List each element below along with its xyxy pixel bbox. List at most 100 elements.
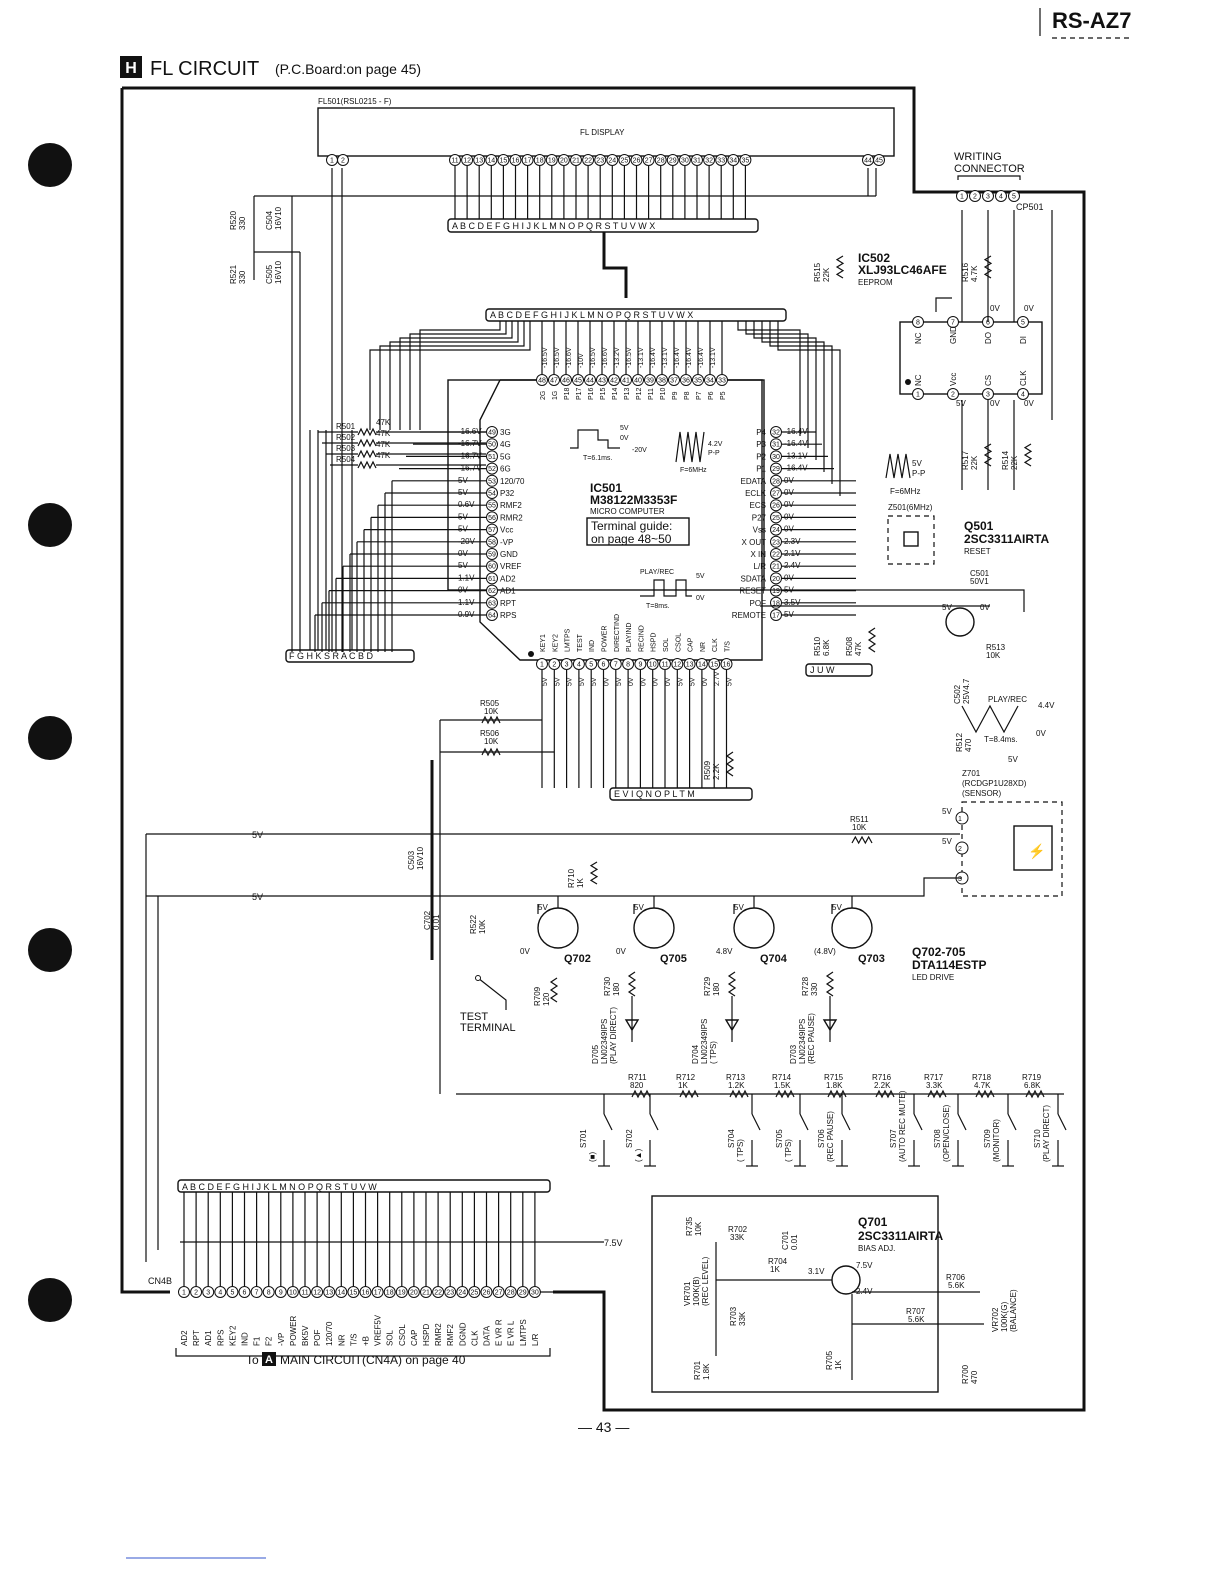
ic501-pin-23-name: X OUT bbox=[742, 538, 767, 547]
q501-part: 2SC3311AIRTA bbox=[964, 532, 1049, 546]
ic501-pin-2-num: 2 bbox=[552, 662, 556, 669]
ic502-pin-7-pin bbox=[947, 316, 959, 328]
q702-705-ref: Q702-705 bbox=[912, 945, 966, 959]
ic501-pin-54-pin bbox=[486, 487, 498, 499]
ic501-pin-2-name: KEY2 bbox=[552, 634, 559, 652]
wave3-t: T=8ms. bbox=[646, 603, 670, 610]
r709-ref: R709 bbox=[533, 986, 542, 1006]
ic502-pin-8-pin bbox=[912, 316, 924, 328]
ic501-pin-62-pin bbox=[486, 584, 498, 597]
ic501-pin-27-pin bbox=[770, 487, 782, 499]
bias-8-desc: (BALANCE) bbox=[1009, 1289, 1018, 1332]
cn4b-pin-24-name: DGND bbox=[458, 1322, 467, 1346]
ic501-pin-13-name: CAP bbox=[688, 637, 695, 652]
top-fan-right-4 bbox=[769, 321, 833, 484]
q701-vc: 7.5V bbox=[856, 1261, 873, 1270]
c503-val: 16V10 bbox=[416, 846, 425, 870]
ic501-pin-62-num: 62 bbox=[488, 588, 496, 595]
ic501-top-volt-3: -10V bbox=[578, 353, 585, 368]
key-res-5-zigzag bbox=[875, 1089, 895, 1099]
cn4b-pin-17-pin bbox=[371, 1286, 384, 1298]
test-terminal-1: TEST bbox=[460, 1011, 488, 1023]
section-subtitle: (P.C.Board:on page 45) bbox=[275, 61, 421, 77]
led-0-r-ref: R730 bbox=[603, 976, 612, 996]
cn4b-pin-27-num: 27 bbox=[495, 1290, 503, 1297]
pr-lo: 0V bbox=[1036, 729, 1046, 738]
ic501-pin-35-pin bbox=[692, 374, 704, 386]
z701-pin-2-num: 2 bbox=[958, 846, 962, 853]
cn4b-pin-1-pin bbox=[178, 1286, 190, 1298]
fl-pin-24-num: 24 bbox=[608, 158, 616, 165]
ic501-pin-42-pin bbox=[608, 374, 620, 386]
ic501-pin-41-name: P13 bbox=[624, 387, 631, 400]
r509-ref: R509 bbox=[703, 760, 712, 780]
switch-3-lever bbox=[799, 1113, 809, 1131]
bias-11-val: 470 bbox=[970, 1370, 979, 1384]
ic501-pin-21-pin bbox=[770, 560, 782, 573]
bias-7-val: 5.6K bbox=[908, 1315, 925, 1324]
ic502-pin-3-name: CS bbox=[984, 375, 993, 386]
key-res-0-val: 820 bbox=[630, 1081, 644, 1090]
cn4b-pin-10-pin bbox=[286, 1286, 299, 1298]
fl-pin-17-pin bbox=[521, 154, 534, 166]
r710-val: 1K bbox=[576, 878, 585, 888]
ic501-pin-9-num: 9 bbox=[638, 662, 642, 669]
c501-wire bbox=[760, 589, 1025, 612]
fl-pin-21-pin bbox=[570, 154, 582, 166]
ic501-pin-48-pin bbox=[536, 374, 548, 386]
ic501-pin-5-pin bbox=[585, 658, 598, 670]
led-2-ref: D703 bbox=[789, 1044, 798, 1064]
led-driver-0-ref: Q702 bbox=[564, 953, 591, 965]
ic501-pin-32-name: P4 bbox=[756, 428, 766, 437]
ic501-bottom-volt-13: 0V bbox=[702, 677, 709, 686]
ic501-pin-8-num: 8 bbox=[626, 662, 630, 669]
cn4b-pin-3-name: AD1 bbox=[204, 1330, 213, 1346]
led-2-res-zigzag bbox=[825, 971, 835, 997]
ic501-pin-3-name: LMTPS bbox=[565, 628, 572, 652]
wave3-lo: 0V bbox=[696, 595, 705, 602]
bias-3-val: 1K bbox=[770, 1265, 780, 1274]
top-fan-left-1 bbox=[409, 321, 507, 430]
ic501-pin-9-name: RECIND bbox=[638, 625, 645, 652]
key-res-6-ref: R717 bbox=[924, 1073, 944, 1082]
wc-pin-1-num: 1 bbox=[960, 194, 964, 201]
r709-val: 120 bbox=[542, 992, 551, 1006]
cn4b-pin-2-name: RPT bbox=[192, 1330, 201, 1346]
ic501-pin-61-name: AD2 bbox=[500, 574, 516, 583]
ic502-pin-2-pin bbox=[947, 388, 959, 400]
ic501-bottom-volt-7: 0V bbox=[628, 677, 635, 686]
ic502-gnd bbox=[935, 297, 952, 312]
c502-ref: C502 bbox=[953, 684, 962, 704]
cn4b-pin-7-name: F1 bbox=[253, 1336, 262, 1346]
cn4b-pin-23-pin bbox=[444, 1286, 457, 1298]
fl-pin-34-num: 34 bbox=[729, 158, 737, 165]
cn4b-to-letter-box bbox=[262, 1352, 276, 1366]
ic501-top-bus-bracket bbox=[485, 308, 787, 322]
cn4b-pin-24-pin bbox=[456, 1286, 469, 1298]
ic501-pin-44-pin bbox=[584, 374, 596, 386]
ic501-pin-46-name: P18 bbox=[564, 387, 571, 400]
ic502-v-di: 0V bbox=[1024, 304, 1034, 313]
wave1-t: T=6.1ms. bbox=[583, 455, 612, 462]
bias-section-box bbox=[651, 1195, 939, 1393]
crystal-amp: 5V bbox=[912, 459, 922, 468]
cn4b-pin-16-num: 16 bbox=[362, 1290, 370, 1297]
ic501-pin-15-num: 15 bbox=[710, 662, 718, 669]
led-0-ref: D705 bbox=[591, 1044, 600, 1064]
fl-pin-26-pin bbox=[630, 154, 643, 166]
ic501-pin-41-pin bbox=[620, 374, 632, 386]
cn4b-pin-9-num: 9 bbox=[279, 1290, 283, 1297]
ic501-pin-46-pin bbox=[560, 374, 572, 386]
left-cap-3-ref: C505 bbox=[265, 264, 274, 284]
bias-0-val: 10K bbox=[694, 1221, 703, 1236]
ic501-pin-21-name: L/R bbox=[754, 562, 767, 571]
eeprom-res-0-zigzag bbox=[835, 255, 845, 279]
q501-ref: Q501 bbox=[964, 519, 994, 533]
switch-1-lever bbox=[649, 1113, 659, 1131]
binder-hole-5 bbox=[28, 1278, 72, 1322]
switch-7-desc: (MONITOR) bbox=[992, 1119, 1001, 1162]
ic501-pin-18-num: 18 bbox=[772, 600, 780, 607]
ic502-pin-3-num: 3 bbox=[986, 392, 990, 399]
